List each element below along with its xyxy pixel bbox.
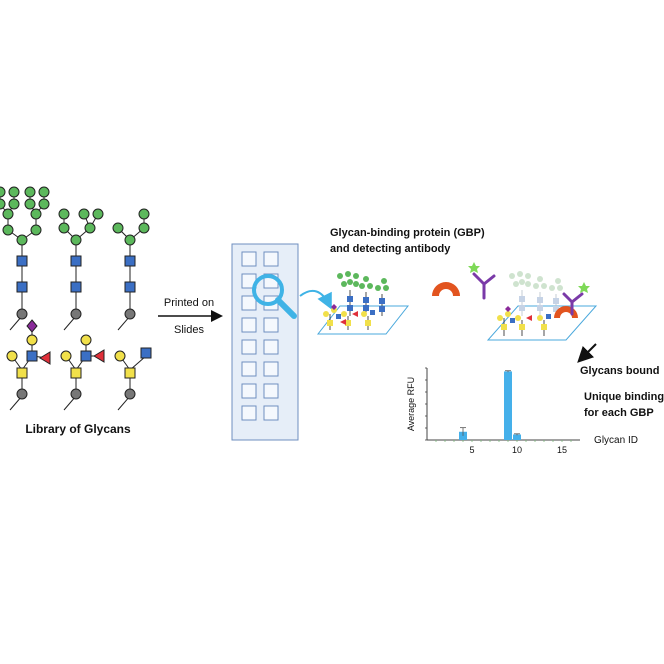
slide-spot xyxy=(241,405,257,421)
gbp-label-line1: Glycan-binding protein (GBP) xyxy=(330,227,485,239)
slide-spot xyxy=(241,251,257,267)
fluorescent-label-star-icon xyxy=(468,262,480,273)
glycan-structure-fucosyl-5 xyxy=(60,334,105,411)
slides-label: Slides xyxy=(174,324,204,336)
bar-glycan-9 xyxy=(504,371,512,440)
glycan-structure-sialyl-fucosyl-4 xyxy=(6,319,51,411)
x-tick-label: 10 xyxy=(512,445,522,455)
x-tick-label: 5 xyxy=(469,445,474,455)
slide-spot-grid xyxy=(241,251,279,421)
printed-on-label: Printed on xyxy=(164,297,214,309)
glycan-library: Library of Glycans xyxy=(0,186,152,436)
detecting-antibody-icon xyxy=(472,272,496,300)
slide-spot xyxy=(241,361,257,377)
glycan-structure-mannose-3 xyxy=(112,208,150,331)
slide-spot xyxy=(241,295,257,311)
slide-spot xyxy=(241,339,257,355)
zoom-arrow-icon xyxy=(299,289,332,310)
unique-binding-label-line1: Unique binding xyxy=(584,391,664,403)
glycan-structure-high-mannose-1 xyxy=(0,186,50,331)
bound-slide-surface xyxy=(486,271,598,341)
slide-spot xyxy=(263,405,279,421)
bound-antibody-icon xyxy=(562,292,584,316)
slide-spot xyxy=(263,317,279,333)
slide-spot xyxy=(241,317,257,333)
slide-spot xyxy=(241,383,257,399)
slide-spot xyxy=(263,361,279,377)
x-tick-label: 15 xyxy=(557,445,567,455)
y-axis-label: Average RFU xyxy=(406,377,416,431)
x-axis-label: Glycan ID xyxy=(594,435,638,446)
unique-binding-label-line2: for each GBP xyxy=(584,407,654,419)
glycans-bound-label: Glycans bound xyxy=(580,365,659,377)
gbp-label-line2: and detecting antibody xyxy=(330,243,451,255)
slide-spot xyxy=(263,383,279,399)
glycan-structure-simple-6 xyxy=(114,347,152,411)
gbp-protein-icon xyxy=(432,282,460,296)
microarray-slide xyxy=(231,243,332,441)
glycan-structure-high-mannose-2 xyxy=(58,208,104,331)
zoomed-slide-surface xyxy=(316,271,410,335)
printing-step: Printed on Slides xyxy=(158,297,223,336)
result-arrow-icon xyxy=(577,343,597,363)
library-label: Library of Glycans xyxy=(25,422,131,436)
slide-spot xyxy=(263,251,279,267)
magnifier-icon xyxy=(252,274,297,319)
slide-spot xyxy=(263,339,279,355)
bound-fluorescent-star-icon xyxy=(578,282,590,293)
binding-bar-chart: Average RFU Glycan ID 5 10 15 xyxy=(406,367,638,455)
bar-glycan-10 xyxy=(513,434,521,440)
